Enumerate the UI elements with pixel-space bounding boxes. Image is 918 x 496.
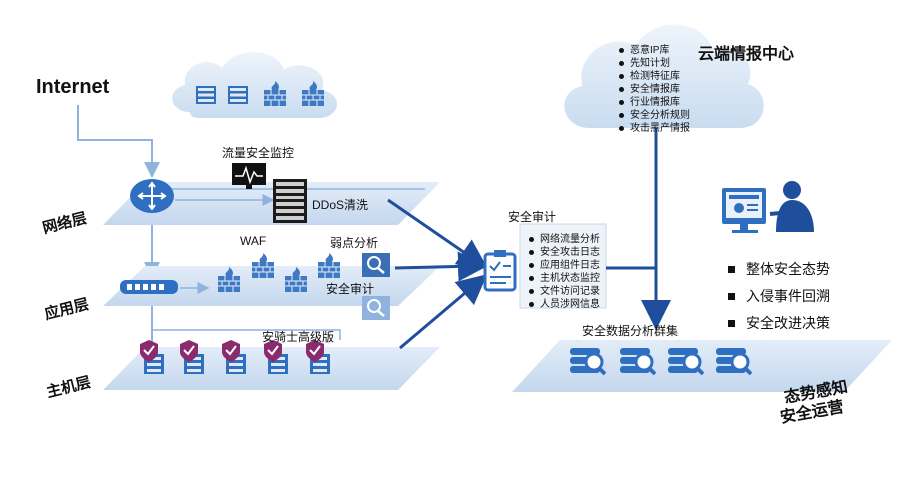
list-item: 行业情报库 [616,96,690,109]
vuln-scan-icon [362,253,390,277]
list-item: 人员涉网信息 [526,298,600,311]
analysis-db-icon [618,346,657,376]
list-item: 文件访问记录 [526,285,600,298]
list-item: 应用组件日志 [526,259,600,272]
waf-label: WAF [240,234,267,248]
host-agent-label: 安骑士高级版 [262,330,335,344]
cloud-intel-list: 恶意IP库 先知计划 检测特征库 安全情报库 行业情报库 安全分析规则 攻击黑产… [616,44,690,135]
audit-list: 网络流量分析 安全攻击日志 应用组件日志 主机状态监控 文件访问记录 人员涉网信… [526,233,600,311]
internet-link-arrow [77,105,160,178]
list-item: 整体安全态势 [726,256,830,283]
cloud-server-icon [196,86,216,104]
list-item: 安全情报库 [616,83,690,96]
top-cloud [172,52,338,118]
list-item: 入侵事件回溯 [726,283,830,310]
monitor-icon [232,163,266,189]
list-item: 网络流量分析 [526,233,600,246]
audit-small-label: 安全审计 [326,282,375,296]
list-item: 先知计划 [616,57,690,70]
application-plane [103,266,440,306]
ddos-server-icon-2 [273,199,307,223]
list-item: 主机状态监控 [526,272,600,285]
app-to-audit-arrow [394,251,488,282]
audit-panel-title: 安全审计 [508,210,557,224]
internet-label: Internet [36,76,110,98]
operator-icon [722,181,814,233]
list-item: 恶意IP库 [616,44,690,57]
network-to-audit-arrow [387,198,488,269]
cloud-center-title: 云端情报中心 [698,46,795,63]
ddos-label: DDoS清洗 [312,198,369,212]
vuln-scan-label: 弱点分析 [330,236,379,250]
waf-firewall-icon [251,252,275,279]
traffic-monitor-label: 流量安全监控 [222,146,295,160]
list-item: 安全分析规则 [616,109,690,122]
analysis-cluster-label: 安全数据分析群集 [582,324,679,338]
list-item: 检测特征库 [616,70,690,83]
analysis-db-icon [666,346,705,376]
outcome-list: 整体安全态势 入侵事件回溯 安全改进决策 [726,256,830,337]
router-icon [130,179,174,213]
analysis-db-icon [714,346,753,376]
clipboard-icon [483,250,517,292]
load-balancer-icon [120,280,178,294]
list-item: 攻击黑产情报 [616,122,690,135]
host-to-audit-arrow [399,274,488,350]
intel-cloud [564,24,764,128]
analysis-plane [512,340,892,392]
list-item: 安全攻击日志 [526,246,600,259]
waf-firewall-icon [317,252,341,279]
cloud-server-icon [228,86,248,104]
audit-search-icon [362,296,390,320]
analysis-db-icon [568,346,607,376]
audit-panel [519,223,607,309]
list-item: 安全改进决策 [726,310,830,337]
